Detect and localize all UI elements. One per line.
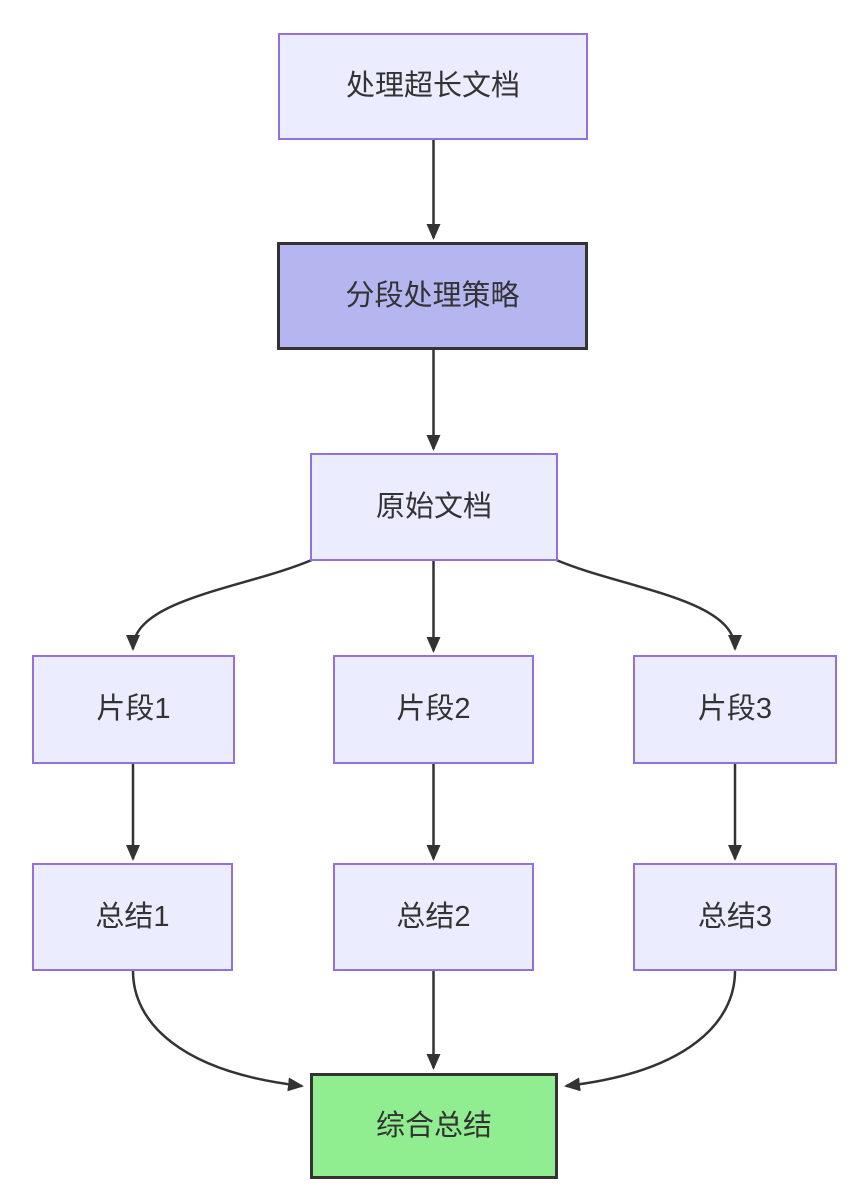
node-segmentation-strategy: 分段处理策略 — [277, 242, 588, 350]
node-label: 总结1 — [95, 900, 170, 933]
edge-e1-f — [131, 970, 304, 1092]
node-process-long-document: 处理超长文档 — [278, 33, 588, 140]
edge-c-d1 — [126, 557, 315, 651]
node-fragment-1: 片段1 — [32, 655, 235, 764]
node-summary-2: 总结2 — [333, 863, 534, 971]
node-summary-1: 总结1 — [32, 863, 233, 971]
node-fragment-2: 片段2 — [333, 655, 534, 764]
node-original-document: 原始文档 — [310, 453, 558, 561]
node-combined-summary: 综合总结 — [310, 1073, 558, 1179]
node-label: 片段1 — [96, 693, 171, 726]
node-label: 处理超长文档 — [345, 70, 520, 103]
node-label: 分段处理策略 — [345, 279, 520, 312]
node-label: 总结3 — [697, 900, 773, 933]
node-label: 综合总结 — [375, 1109, 492, 1142]
node-summary-3: 总结3 — [633, 863, 837, 971]
node-fragment-3: 片段3 — [633, 655, 837, 764]
edge-e3-f — [564, 970, 737, 1092]
node-label: 总结2 — [396, 900, 471, 933]
node-label: 片段2 — [396, 693, 471, 726]
edge-c-d3 — [553, 557, 742, 651]
node-label: 原始文档 — [375, 490, 492, 523]
node-label: 片段3 — [697, 693, 773, 726]
